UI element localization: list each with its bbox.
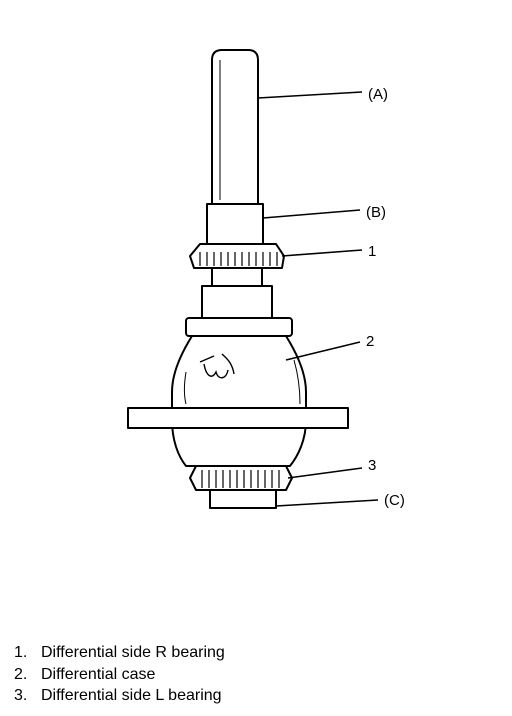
leader-3 <box>287 467 363 479</box>
side-l-bearing <box>189 465 293 491</box>
callout-2: 2 <box>366 333 374 350</box>
callout-1: 1 <box>368 243 376 260</box>
differential-case-body <box>171 335 307 467</box>
callout-3: 3 <box>368 457 376 474</box>
leader-c <box>275 499 379 507</box>
legend-item-text: Differential side L bearing <box>41 687 222 704</box>
case-casting-mark <box>199 353 235 379</box>
parts-legend: 1. Differential side R bearing 2. Differen… <box>14 642 225 707</box>
legend-item-number: 2. <box>14 665 28 683</box>
mounting-plate <box>127 407 349 429</box>
legend-item-text: Differential side R bearing <box>41 644 225 661</box>
legend-item-number: 1. <box>14 644 28 661</box>
callout-b: (B) <box>366 204 386 221</box>
base-plate-c <box>209 489 277 509</box>
legend-item: 3. Differential side L bearing <box>14 685 225 707</box>
callout-a: (A) <box>368 86 388 103</box>
case-neck <box>211 267 263 287</box>
legend-item-text: Differential case <box>41 665 156 683</box>
case-upper-hub <box>201 285 273 319</box>
legend-item-number: 3. <box>14 687 28 704</box>
legend-item: 1. Differential side R bearing <box>14 642 225 664</box>
leader-b <box>262 209 361 219</box>
leader-1 <box>281 249 363 257</box>
tool-collar-b <box>206 203 264 245</box>
legend-item: 2. Differential case <box>14 664 225 686</box>
leader-2 <box>285 341 361 361</box>
callout-c: (C) <box>384 492 405 509</box>
case-upper-ring <box>185 317 293 337</box>
leader-a <box>257 91 363 99</box>
tool-shaft-a <box>211 49 259 205</box>
